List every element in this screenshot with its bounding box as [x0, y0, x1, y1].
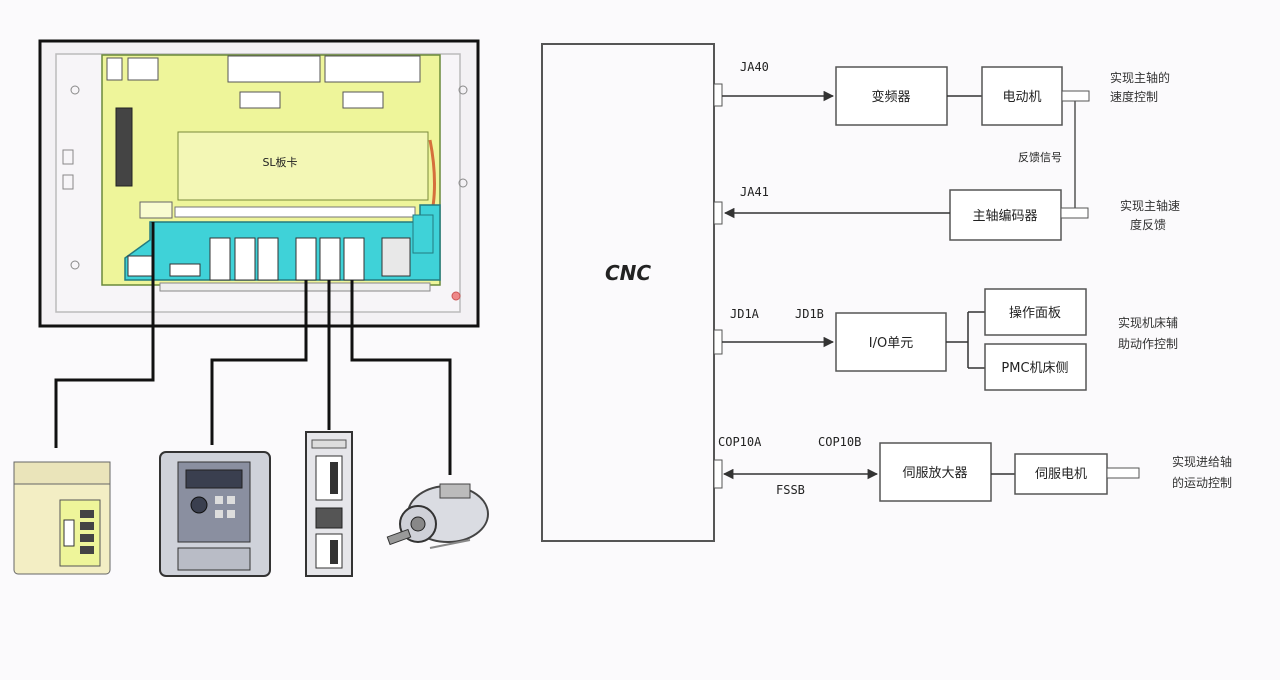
port-tab-ja41: [713, 201, 723, 225]
port-label-ja41: JA41: [740, 185, 769, 199]
io-unit-box-label: I/O单元: [869, 336, 913, 351]
inverter-box-label: 变频器: [871, 89, 910, 105]
inverter-box: [835, 66, 948, 126]
operator-panel-box-label: 操作面板: [1009, 305, 1061, 321]
servo-motor-box: [1014, 453, 1108, 495]
note-feed-control-1: 实现进给轴: [1172, 454, 1232, 469]
operator-panel-box: [984, 288, 1087, 336]
spindle-encoder-box-label: 主轴编码器: [972, 209, 1037, 224]
note-logic-control-2: 助动作控制: [1118, 337, 1178, 351]
servo-amp-box-label: 伺服放大器: [902, 466, 967, 481]
port-tab-jd1a: [713, 329, 723, 355]
io-unit-box: [835, 312, 947, 372]
side-slot: [62, 149, 74, 165]
io-module-device: [13, 461, 111, 575]
spindle-encoder-shaft: [1060, 207, 1089, 219]
controller-hardware: SL板卡: [38, 39, 480, 328]
board-slot-connector: [115, 107, 133, 187]
machine-io-box: [984, 343, 1087, 391]
servo-motor-box-label: 伺服电机: [1035, 467, 1087, 482]
top-connector: [127, 57, 159, 81]
spindle-motor-box-label: 电动机: [1002, 90, 1041, 105]
servo-amplifier-device: [305, 431, 353, 577]
spindle-motor-shaft: [1061, 90, 1090, 102]
cyan-port: [412, 214, 434, 254]
device-cables: [54, 222, 452, 475]
inner-card: [177, 131, 429, 201]
machine-io-box-label: PMC机床侧: [1001, 361, 1068, 376]
top-connector: [106, 57, 123, 81]
screw-icon: [70, 85, 80, 95]
cnc-label: CNC: [605, 261, 651, 285]
cyan-port: [381, 237, 411, 277]
side-slot: [62, 174, 74, 190]
screw-icon: [451, 291, 461, 301]
note-feed-control-2: 的运动控制: [1172, 475, 1232, 490]
link-io-branch: [946, 311, 985, 369]
spindle-motor-box: [981, 66, 1063, 126]
note-spindle-feedback-1: 实现主轴速: [1120, 198, 1180, 213]
bottom-connector: [127, 255, 153, 277]
port-tab-cop10a: [713, 459, 723, 489]
port-label-cop10a: COP10A: [718, 435, 762, 449]
screw-icon: [458, 178, 468, 188]
note-spindle-control-1: 实现主轴的: [1110, 70, 1170, 85]
screw-icon: [458, 85, 468, 95]
note-spindle-control-2: 速度控制: [1110, 89, 1158, 104]
port-label-jd1b: JD1B: [795, 307, 824, 321]
servo-motor-shaft: [1106, 467, 1140, 479]
port-label-ja40: JA40: [740, 60, 769, 74]
port-tab-ja40: [713, 83, 723, 107]
note-logic-control-1: 实现机床辅: [1118, 315, 1178, 330]
small-chip: [342, 91, 384, 109]
servo-motor-device: [386, 483, 489, 549]
feedback-signal-label: 反馈信号: [1018, 151, 1062, 164]
bottom-connector: [169, 263, 201, 277]
inverter-device: [159, 451, 271, 577]
servo-amp-box: [879, 442, 992, 502]
bottom-strip: [159, 282, 431, 292]
top-connector: [324, 55, 421, 83]
port-label-jd1a: JD1A: [730, 307, 760, 321]
block-diagram: CNC JA40 JA41 JD1A JD1B COP10A COP10B FS…: [541, 43, 1232, 542]
note-spindle-feedback-2: 度反馈: [1130, 217, 1166, 232]
port-label-fssb: FSSB: [776, 483, 805, 497]
screw-icon: [70, 260, 80, 270]
board-label: SL板卡: [262, 155, 297, 169]
board-chip: [139, 201, 173, 219]
port-label-cop10b: COP10B: [818, 435, 861, 449]
spindle-encoder-box: [949, 189, 1062, 241]
top-connector: [227, 55, 321, 83]
small-chip: [239, 91, 281, 109]
io-connectors: [209, 237, 365, 281]
board-component-row: [174, 206, 416, 218]
cnc-block: [541, 43, 715, 542]
